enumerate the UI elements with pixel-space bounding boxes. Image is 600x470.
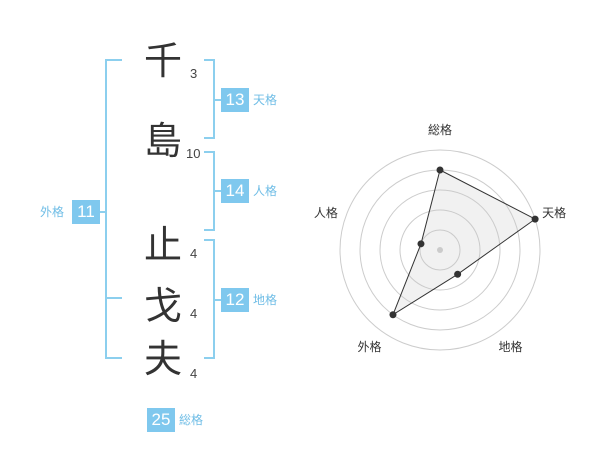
name-char-2: 島 (143, 119, 182, 163)
radar-axis-label-4: 外格 (357, 339, 381, 354)
radar-axis-label-1: 総格 (428, 122, 452, 137)
gai-kaku-value: 11 (72, 200, 100, 224)
radar-polygon (391, 169, 537, 316)
ten-kaku-label: 天格 (253, 93, 278, 107)
stroke-count-5: 4 (190, 366, 198, 381)
radar-point-3 (454, 270, 462, 278)
stroke-count-2: 10 (186, 146, 201, 161)
radar-ring (419, 229, 461, 271)
chi-kaku-value: 12 (221, 288, 249, 312)
jin-kaku-label: 人格 (253, 184, 278, 198)
jin-kaku-value: 14 (221, 179, 249, 203)
chi-kaku-label: 地格 (253, 293, 278, 307)
stroke-count-3: 4 (190, 246, 198, 261)
radar-point-2 (531, 215, 539, 223)
name-char-3: 止 (143, 223, 182, 267)
name-char-5: 夫 (143, 337, 182, 381)
radar-point-1 (436, 166, 444, 174)
so-kaku-value: 25 (147, 408, 175, 432)
radar-ring (399, 209, 481, 291)
stroke-count-4: 4 (190, 306, 198, 321)
outer-bracket (105, 59, 122, 359)
name-char-4: 戈 (143, 284, 182, 328)
ten-kaku-value: 13 (221, 88, 249, 112)
radar-axis-label-2: 天格 (542, 205, 566, 220)
name-char-1: 千 (143, 39, 182, 83)
radar-center (437, 247, 443, 253)
radar-ring (339, 149, 541, 351)
gai-kaku-label: 外格 (40, 205, 65, 219)
radar-axis-label-3: 地格 (499, 339, 523, 354)
radar-point-4 (389, 311, 397, 319)
stroke-count-1: 3 (190, 66, 198, 81)
so-kaku-label: 総格 (179, 413, 204, 427)
radar-point-5 (417, 240, 425, 248)
radar-ring (379, 189, 501, 311)
radar-axis-label-5: 人格 (314, 205, 338, 220)
